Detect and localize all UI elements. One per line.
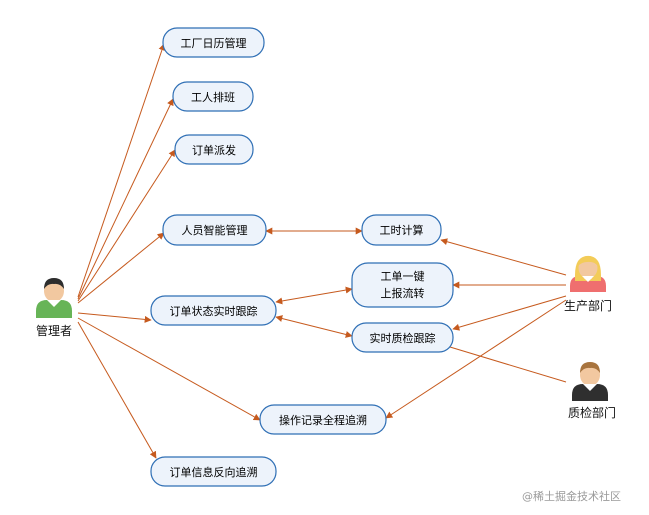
node-factory-calendar[interactable]: 工厂日历管理: [162, 27, 265, 58]
use-case-nodes: 工厂日历管理 工人排班 订单派发 人员智能管理 工时计算 工单一键 上报流转 订…: [150, 27, 454, 487]
edge-manager-order-reverse-trace: [77, 321, 157, 459]
edge-order-tracking-one-click: [275, 286, 353, 305]
node-label: 工人排班: [191, 90, 235, 104]
node-work-hours[interactable]: 工时计算: [361, 214, 442, 246]
edge-manager-factory-calendar: [77, 43, 166, 298]
edge-manager-personnel-mgmt: [77, 232, 165, 304]
node-label-line2: 上报流转: [381, 286, 425, 300]
node-label: 实时质检跟踪: [370, 331, 436, 345]
production-person-icon: [570, 255, 606, 292]
edge-production-work-hours: [440, 238, 567, 276]
manager-person-icon: [36, 278, 72, 318]
node-operation-trace[interactable]: 操作记录全程追溯: [259, 404, 387, 435]
edge-quality-to-quality-tracking: [449, 346, 567, 383]
node-label-line1: 工单一键: [381, 269, 425, 283]
edge-manager-operation-trace: [77, 317, 261, 421]
node-label: 订单派发: [192, 143, 236, 157]
node-order-dispatch[interactable]: 订单派发: [174, 134, 254, 165]
actor-manager[interactable]: 管理者: [36, 278, 72, 338]
node-label: 工时计算: [380, 223, 424, 237]
node-order-reverse-trace[interactable]: 订单信息反向追溯: [150, 456, 277, 487]
node-one-click-report[interactable]: 工单一键 上报流转: [351, 262, 454, 308]
actor-label: 生产部门: [564, 298, 612, 313]
actor-label: 管理者: [36, 323, 72, 338]
node-label: 人员智能管理: [182, 223, 248, 237]
node-label: 订单状态实时跟踪: [170, 304, 258, 318]
actor-production[interactable]: 生产部门: [564, 255, 612, 313]
edge-manager-worker-schedule: [77, 98, 174, 300]
watermark-text: @稀土掘金技术社区: [522, 489, 621, 503]
node-worker-schedule[interactable]: 工人排班: [172, 81, 254, 112]
edge-manager-order-tracking: [77, 312, 152, 323]
node-label: 工厂日历管理: [181, 36, 247, 50]
node-label: 操作记录全程追溯: [279, 413, 367, 427]
edge-order-tracking-quality: [275, 315, 353, 338]
actor-quality[interactable]: 质检部门: [568, 362, 616, 420]
node-label: 订单信息反向追溯: [170, 465, 258, 479]
node-personnel-mgmt[interactable]: 人员智能管理: [162, 214, 267, 246]
node-order-tracking[interactable]: 订单状态实时跟踪: [150, 295, 277, 326]
edges: [77, 43, 567, 459]
edge-production-operation-trace: [385, 299, 567, 419]
edge-manager-order-dispatch: [77, 149, 176, 302]
node-quality-tracking[interactable]: 实时质检跟踪: [351, 322, 454, 353]
quality-person-icon: [572, 362, 608, 401]
actor-label: 质检部门: [568, 405, 616, 420]
edge-production-quality: [452, 295, 567, 331]
